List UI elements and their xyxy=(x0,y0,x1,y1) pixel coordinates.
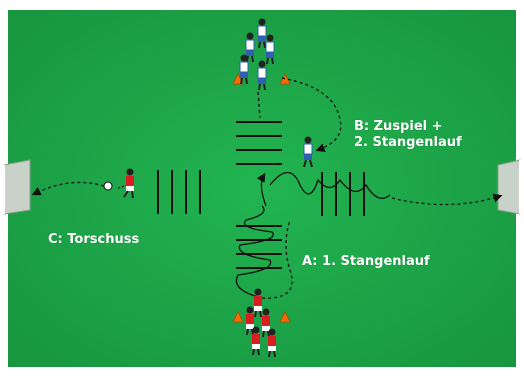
left-goal xyxy=(3,159,31,215)
players-top-group xyxy=(239,18,275,91)
run-a-to-b xyxy=(256,172,267,207)
movement-paths xyxy=(31,77,503,299)
poles-top xyxy=(236,121,282,165)
poles-left xyxy=(157,170,201,214)
run-path-b xyxy=(281,77,342,153)
label-station-c: C: Torschuss xyxy=(48,232,140,247)
cone-bottom-left xyxy=(232,311,244,323)
player-c xyxy=(123,168,134,199)
pass-path-b xyxy=(257,91,261,119)
poles-right xyxy=(321,172,365,216)
cone-bottom-right xyxy=(279,311,291,323)
label-station-b-line2: 2. Stangenlauf xyxy=(354,135,462,150)
players-bottom-group xyxy=(246,288,276,358)
poles-bottom xyxy=(236,225,282,269)
shot-path-right xyxy=(391,193,503,206)
cone-top-right xyxy=(279,73,291,85)
label-station-b-line1: B: Zuspiel + xyxy=(354,119,443,134)
shot-path-c xyxy=(31,181,105,196)
right-goal xyxy=(497,159,521,215)
player-b xyxy=(303,136,313,168)
label-station-a: A: 1. Stangenlauf xyxy=(302,254,430,269)
zigzag-loop-a xyxy=(261,219,293,299)
dribble-path-b xyxy=(269,171,391,199)
zigzag-path-a xyxy=(235,205,274,299)
ball xyxy=(103,181,113,191)
